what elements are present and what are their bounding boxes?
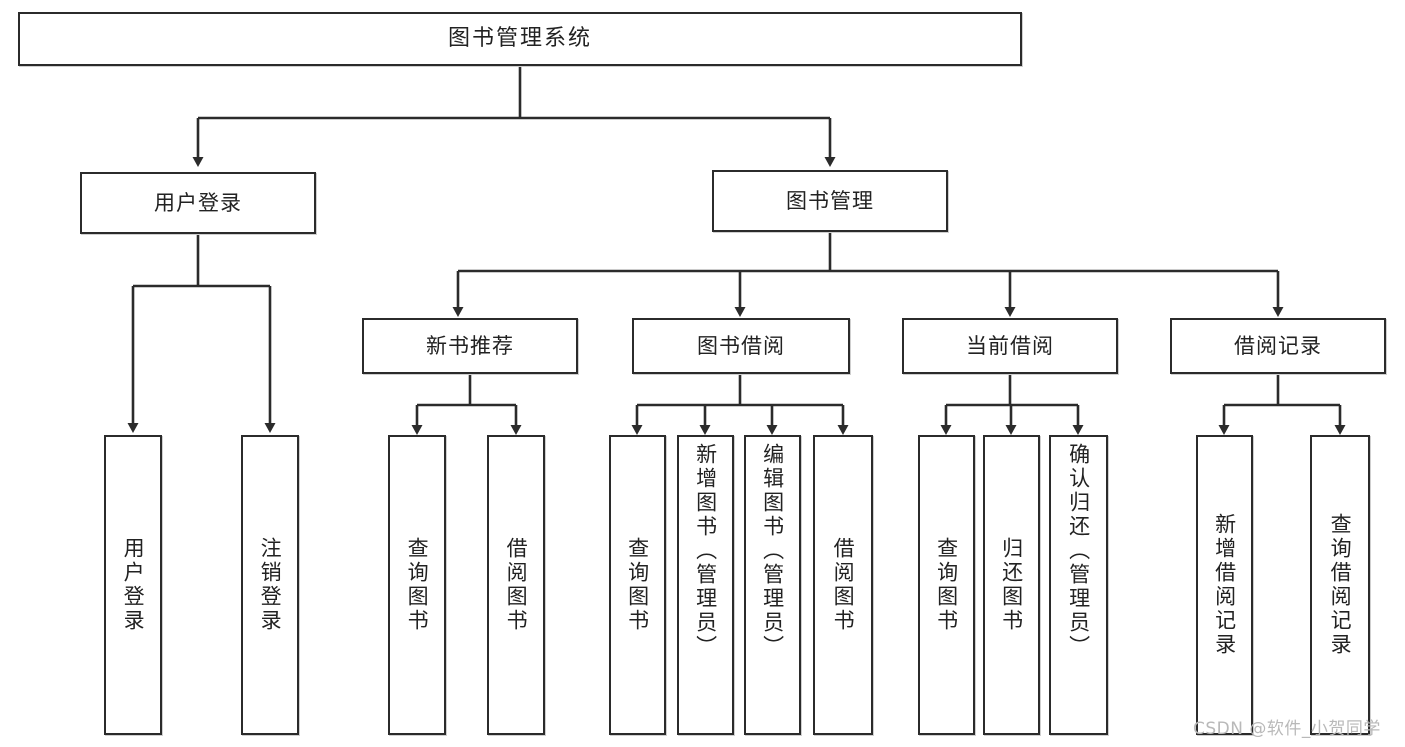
leaf-borrow-query-book[interactable]: 查询图书 [609,435,666,735]
node-root[interactable]: 图书管理系统 [18,12,1022,66]
leaf-record-query[interactable]: 查询借阅记录 [1310,435,1370,735]
node-book-borrow[interactable]: 图书借阅 [632,318,850,374]
leaf-new-book-borrow[interactable]: 借阅图书 [487,435,545,735]
node-book-management[interactable]: 图书管理 [712,170,948,232]
leaf-borrow-add-book-admin[interactable]: 新增图书（管理员） [677,435,734,735]
leaf-current-query-book[interactable]: 查询图书 [918,435,975,735]
leaf-user-login-signout[interactable]: 注销登录 [241,435,299,735]
leaf-record-add[interactable]: 新增借阅记录 [1196,435,1253,735]
node-current-borrow[interactable]: 当前借阅 [902,318,1118,374]
node-new-book-recommend[interactable]: 新书推荐 [362,318,578,374]
leaf-user-login-signin[interactable]: 用户登录 [104,435,162,735]
leaf-borrow-edit-book-admin[interactable]: 编辑图书（管理员） [744,435,801,735]
csdn-watermark: CSDN @软件_小贺同学 [1193,719,1381,739]
node-borrow-record[interactable]: 借阅记录 [1170,318,1386,374]
leaf-current-return-book[interactable]: 归还图书 [983,435,1040,735]
leaf-current-confirm-return-admin[interactable]: 确认归还（管理员） [1049,435,1108,735]
node-user-login[interactable]: 用户登录 [80,172,316,234]
leaf-new-book-query[interactable]: 查询图书 [388,435,446,735]
leaf-borrow-borrow-book[interactable]: 借阅图书 [813,435,873,735]
